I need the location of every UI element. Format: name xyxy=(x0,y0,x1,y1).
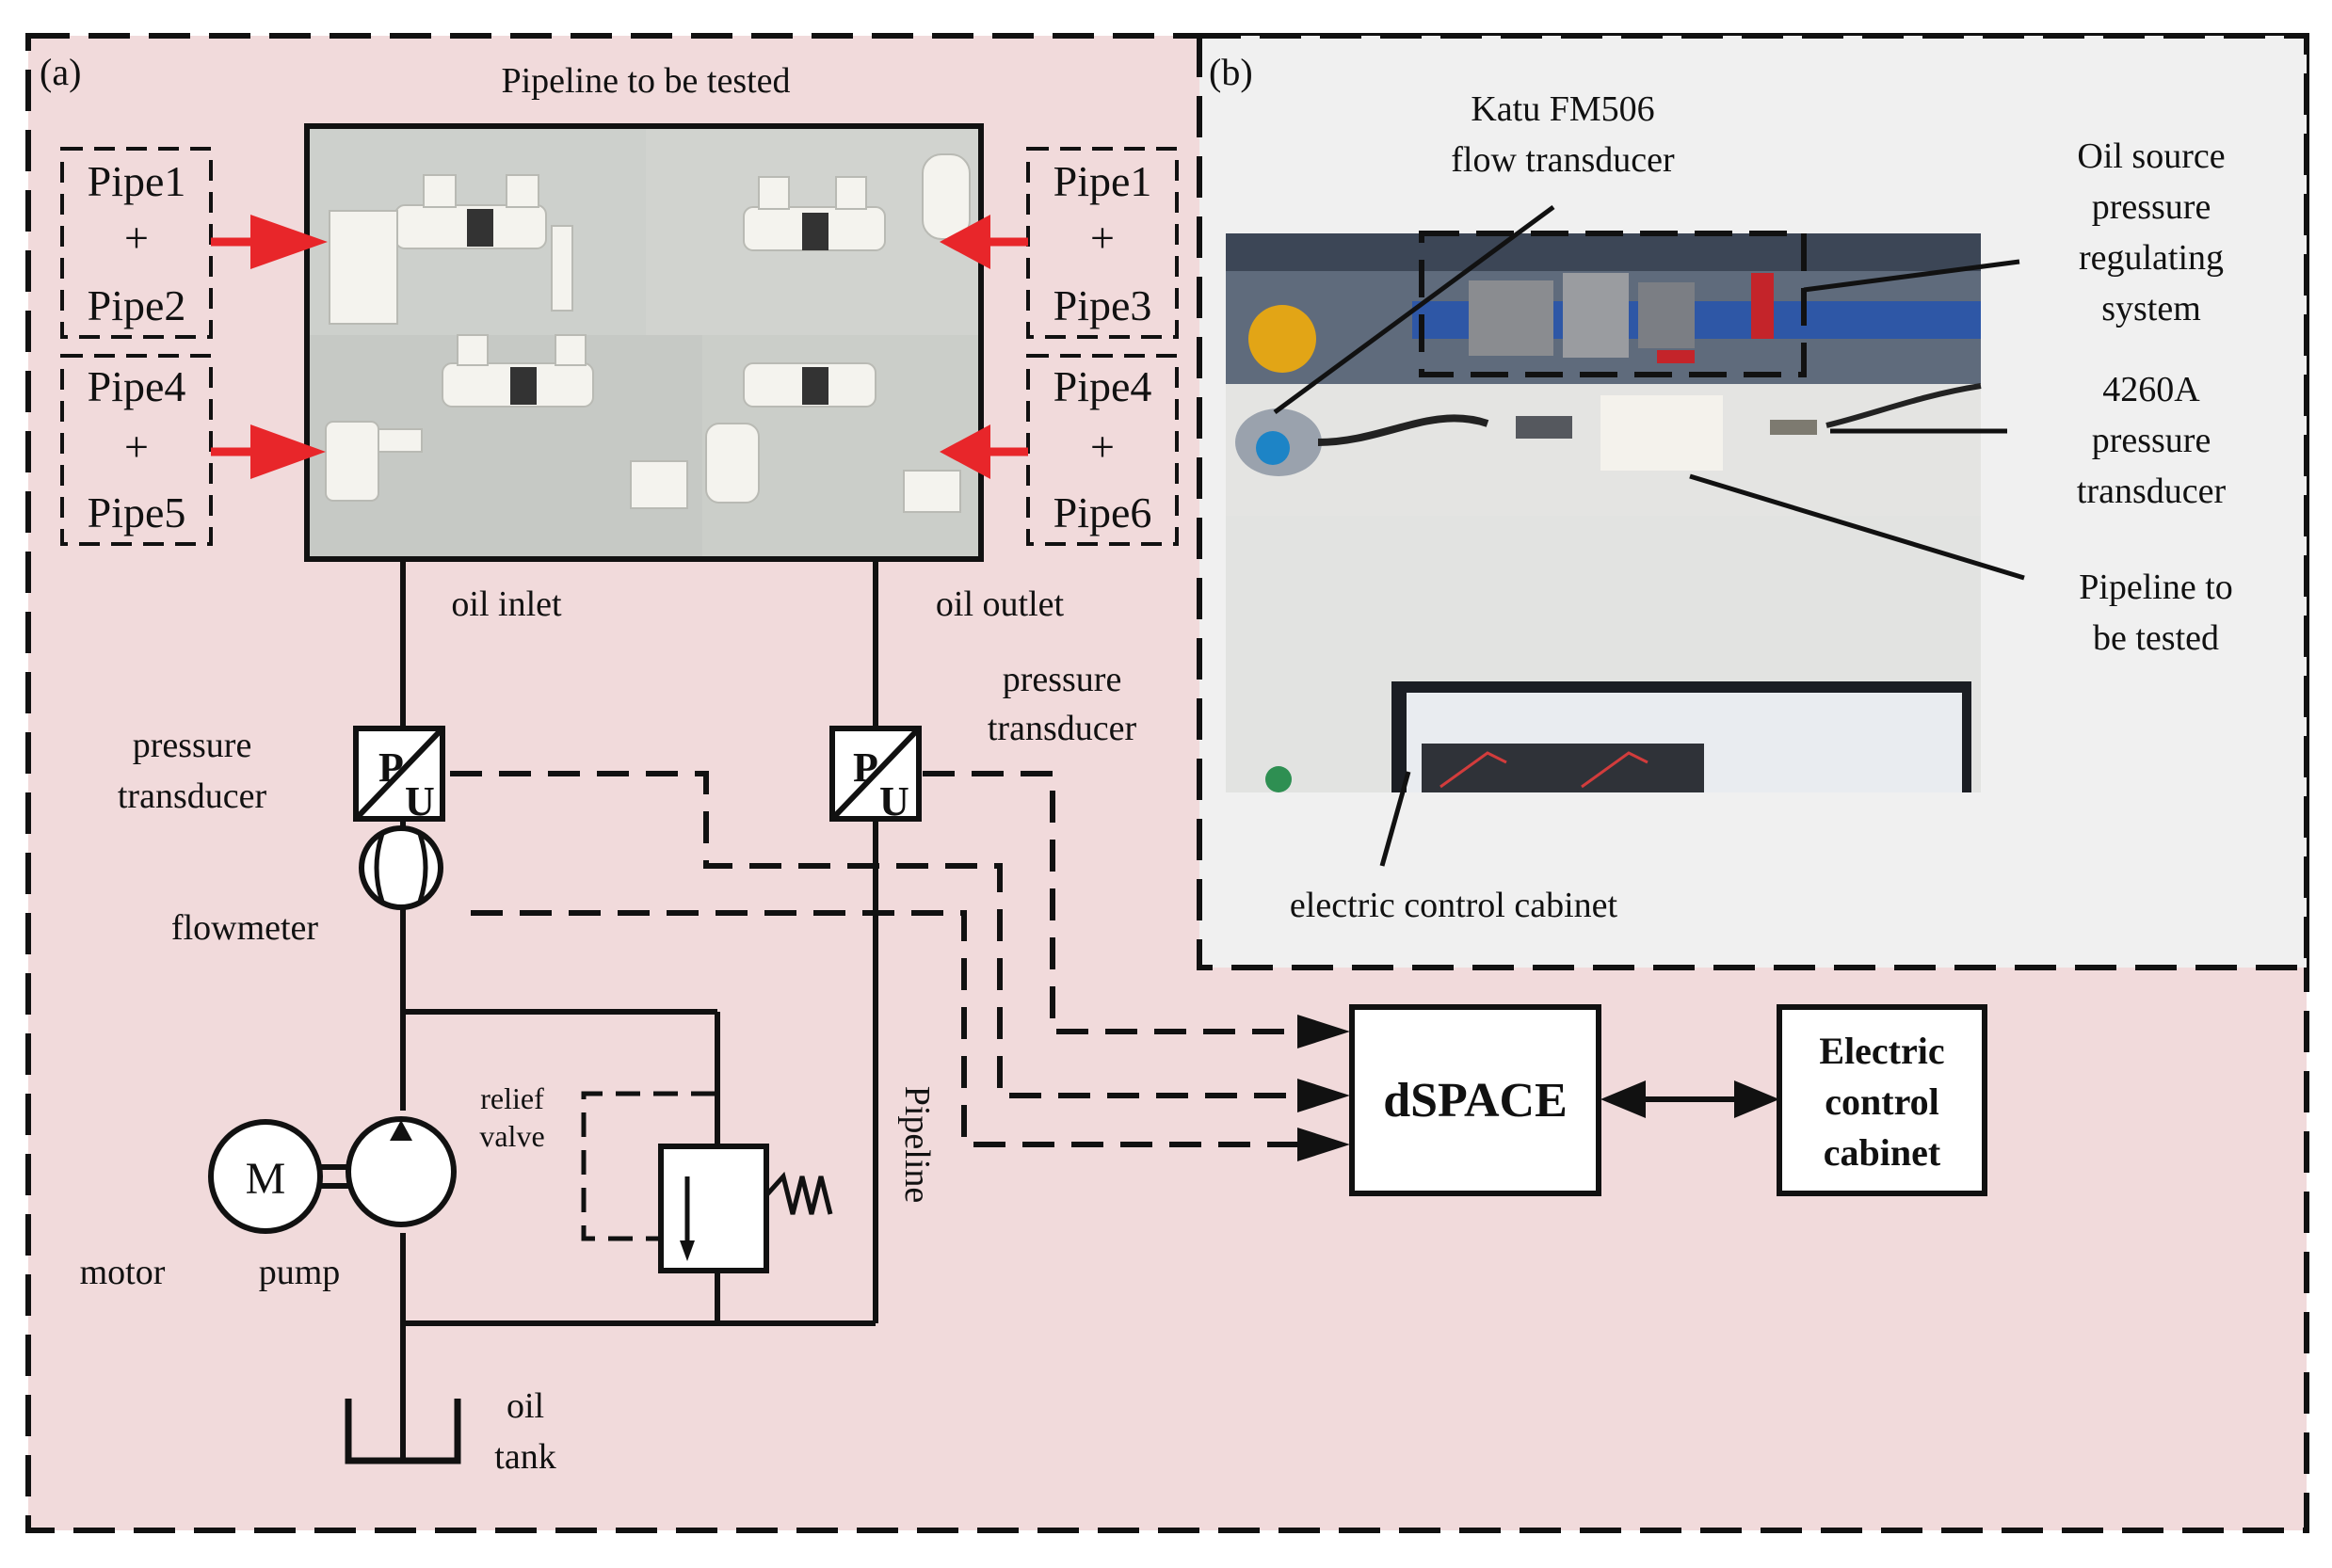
red-arrow-icon xyxy=(211,424,326,479)
katu-label-line1: Katu FM506 xyxy=(1471,89,1654,129)
oil-source-leader xyxy=(1803,259,2020,293)
pressure-4260a-line3: transducer xyxy=(2077,472,2227,511)
pipeline-tested-line1: Pipeline to xyxy=(2079,568,2233,607)
pipe-group-top-left: Pipe1 + Pipe2 xyxy=(60,147,213,339)
relief-valve-line1: relief xyxy=(480,1081,544,1115)
katu-leader xyxy=(1273,204,1555,415)
pu-left-u: U xyxy=(405,778,435,824)
pressure-transducer-left-line1: pressure xyxy=(133,726,252,765)
oil-tank-icon xyxy=(345,1399,461,1464)
katu-label-line2: flow transducer xyxy=(1451,140,1675,180)
motor-symbol: M xyxy=(246,1154,286,1204)
oil-source-line2: pressure xyxy=(2092,187,2211,227)
electric-control-cabinet-box: Electric control cabinet xyxy=(1777,1004,1987,1196)
panel-a-tag: (a) xyxy=(40,51,81,93)
pump-label: pump xyxy=(259,1253,341,1292)
panel-b: (b) Katu FM506 flow transducer Oil sourc… xyxy=(1197,33,2309,970)
motor-label: motor xyxy=(80,1253,166,1292)
pipe-group-bl-plus: + xyxy=(124,423,149,471)
pipeline-tested-line2: be tested xyxy=(2093,618,2219,658)
panel-b-border xyxy=(1197,33,2309,970)
electric-cabinet-line3: cabinet xyxy=(1824,1131,1941,1174)
pipe-group-tr-top: Pipe1 xyxy=(1053,157,1152,205)
motor-icon: M xyxy=(208,1119,348,1234)
pipe-group-br-plus: + xyxy=(1090,423,1115,471)
electric-cabinet-line1: Electric xyxy=(1819,1030,1944,1072)
signal-arrowheads xyxy=(1297,1015,1350,1161)
panel-b-tag: (b) xyxy=(1209,51,1253,93)
dspace-label: dSPACE xyxy=(1383,1074,1568,1128)
oil-tank-line2: tank xyxy=(494,1437,555,1477)
pu-right-p: P xyxy=(853,744,878,791)
pipe-group-tl-bottom: Pipe2 xyxy=(88,281,186,329)
pipe-group-br-bottom: Pipe6 xyxy=(1053,488,1152,536)
red-arrow-icon xyxy=(211,215,328,269)
pump-icon xyxy=(346,1116,457,1227)
pressure-transducer-right-line1: pressure xyxy=(1003,660,1122,699)
relief-valve-icon xyxy=(581,1091,833,1273)
oil-source-highlight-box xyxy=(1419,231,1807,377)
pressure-transducer-left-icon: P U xyxy=(353,726,445,824)
relief-valve-line2: valve xyxy=(479,1119,544,1153)
pipe-group-tl-plus: + xyxy=(124,214,149,262)
pipe-group-tl-top: Pipe1 xyxy=(88,157,186,205)
pu-right-u: U xyxy=(879,778,909,824)
pipeline-tested-leader xyxy=(1689,473,2025,581)
pipe-group-br-top: Pipe4 xyxy=(1053,362,1152,410)
pipe-group-bottom-left: Pipe4 + Pipe5 xyxy=(60,354,213,546)
pipe-group-bl-top: Pipe4 xyxy=(88,362,186,410)
pipe-group-top-right: Pipe1 + Pipe3 xyxy=(1026,147,1179,339)
pressure-transducer-right-line2: transducer xyxy=(988,709,1137,748)
flowmeter-icon xyxy=(359,825,443,910)
pressure-transducer-left-line2: transducer xyxy=(118,776,267,816)
pipeline-title: Pipeline to be tested xyxy=(501,61,790,101)
signal-lines xyxy=(450,771,1299,1147)
pipeline-vertical-label: Pipeline xyxy=(897,1086,937,1204)
pipe-group-tr-plus: + xyxy=(1090,214,1115,262)
pipe-group-bl-bottom: Pipe5 xyxy=(88,488,186,536)
red-arrows xyxy=(211,215,1028,479)
pipe-photo-grid xyxy=(304,123,984,562)
hydraulic-lines xyxy=(400,559,878,1459)
pressure-4260a-line1: 4260A xyxy=(2102,370,2200,409)
electric-cabinet-line2: control xyxy=(1825,1080,1938,1123)
bidirectional-arrow xyxy=(1600,1080,1779,1118)
flowmeter-label: flowmeter xyxy=(171,908,319,948)
dspace-box: dSPACE xyxy=(1349,1004,1601,1196)
oil-outlet-label: oil outlet xyxy=(936,584,1065,624)
pipe-group-tr-bottom: Pipe3 xyxy=(1053,281,1152,329)
pressure-4260a-line2: pressure xyxy=(2092,421,2211,460)
oil-inlet-label: oil inlet xyxy=(451,584,562,624)
pressure-transducer-right-icon: P U xyxy=(829,726,922,824)
lab-photo xyxy=(1226,233,1982,792)
oil-source-line1: Oil source xyxy=(2077,136,2225,176)
red-arrow-icon xyxy=(940,424,1028,479)
pu-left-p: P xyxy=(378,744,404,791)
cabinet-leader xyxy=(1379,771,1411,867)
oil-source-line3: regulating xyxy=(2079,238,2224,278)
electric-control-cabinet-label: electric control cabinet xyxy=(1290,886,1618,925)
oil-source-line4: system xyxy=(2101,289,2201,328)
oil-tank-line1: oil xyxy=(507,1386,544,1426)
red-arrow-icon xyxy=(940,215,1028,269)
